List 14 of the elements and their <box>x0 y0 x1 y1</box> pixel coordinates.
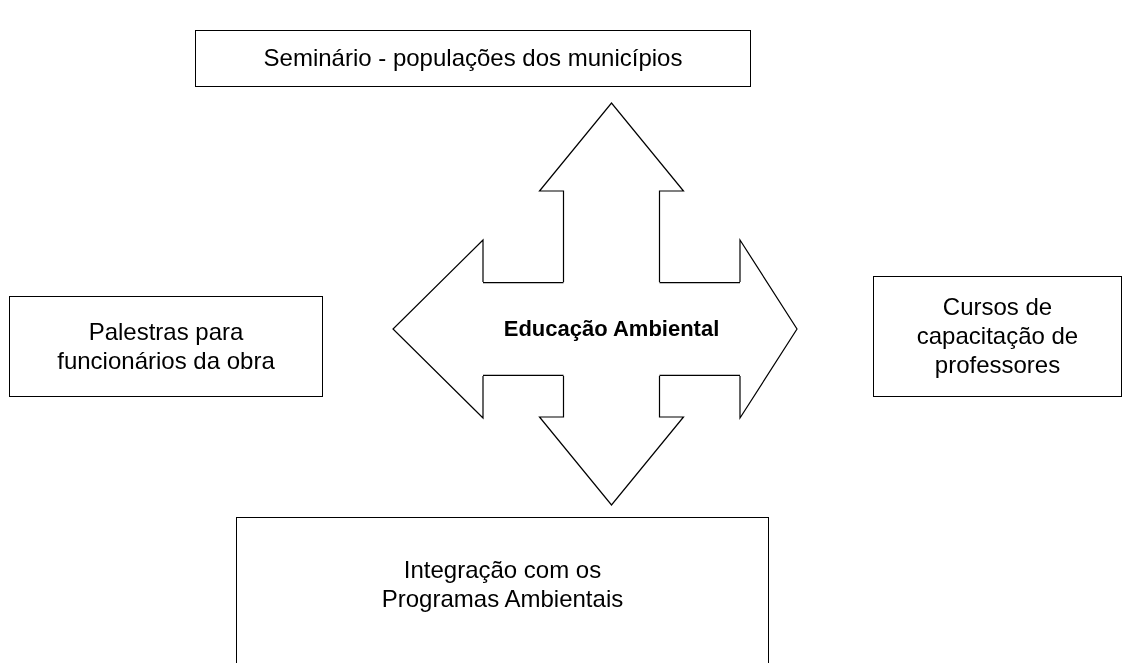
box-label: Cursos de capacitação de professores <box>915 293 1080 380</box>
box-label: Palestras para funcionários da obra <box>56 317 276 376</box>
block-arrow <box>538 375 685 506</box>
box-label: Seminário - populações dos municípios <box>263 44 683 73</box>
text-box <box>195 30 751 87</box>
center-label: Educação Ambiental <box>503 315 720 343</box>
arrow-hub <box>483 282 740 376</box>
block-arrow <box>392 238 484 420</box>
text-box <box>9 296 323 397</box>
block-arrow <box>538 102 685 283</box>
text-box <box>873 276 1122 397</box>
box-label: Integração com os Programas Ambientais <box>380 556 625 614</box>
block-arrow <box>739 237 798 421</box>
text-box <box>236 517 769 663</box>
